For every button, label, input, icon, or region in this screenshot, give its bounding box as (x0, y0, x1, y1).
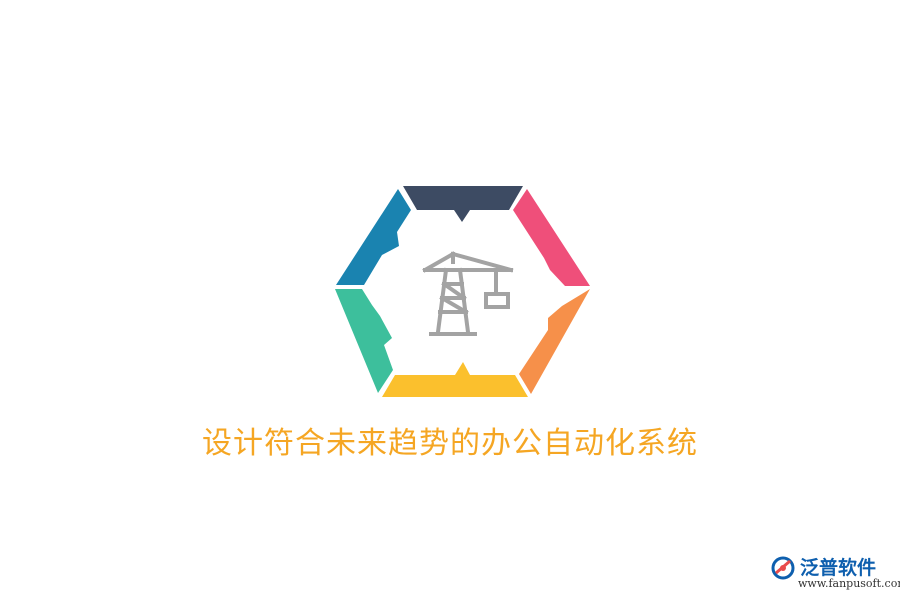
tower-crane-icon (422, 251, 514, 336)
segment-lower-right (519, 289, 590, 394)
caption-title: 设计符合未来趋势的办公自动化系统 (202, 426, 698, 461)
segment-top (403, 186, 523, 222)
brand-name: 泛普软件 (800, 557, 877, 579)
fanpu-logo-icon (771, 556, 795, 580)
segment-bottom (382, 362, 528, 397)
segment-upper-left (336, 189, 411, 285)
segment-upper-right (513, 189, 590, 286)
segment-lower-left (335, 289, 393, 393)
brand-logo-block[interactable]: 泛普软件 www.fanpusoft.com (770, 553, 900, 595)
brand-url: www.fanpusoft.com (798, 577, 900, 590)
